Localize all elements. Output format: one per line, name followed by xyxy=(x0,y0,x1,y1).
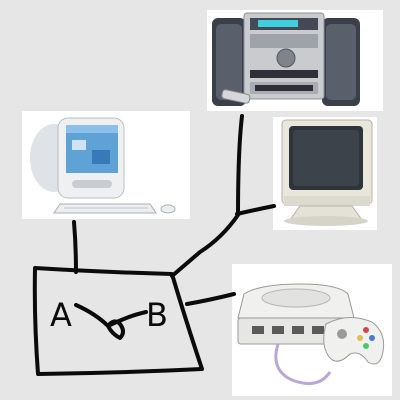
computer-icon xyxy=(30,117,176,214)
monitor-icon xyxy=(281,119,373,226)
wire-stereo xyxy=(170,114,244,278)
switch-box xyxy=(32,266,204,376)
connection-wires xyxy=(72,114,276,306)
stereo-icon xyxy=(212,12,360,106)
switch-label-a: A xyxy=(50,296,72,334)
game-console-icon xyxy=(237,283,385,386)
dreamcast-photo xyxy=(232,264,392,396)
crt-monitor-photo xyxy=(273,117,377,230)
switch-connector xyxy=(74,303,148,340)
wire-imac xyxy=(72,220,78,274)
stereo-photo xyxy=(207,10,383,111)
wire-dreamcast xyxy=(185,292,236,306)
imac-photo xyxy=(22,111,190,219)
wire-monitor xyxy=(235,204,276,216)
switch-box-outline xyxy=(32,266,204,376)
switch-label-b: B xyxy=(146,296,168,334)
